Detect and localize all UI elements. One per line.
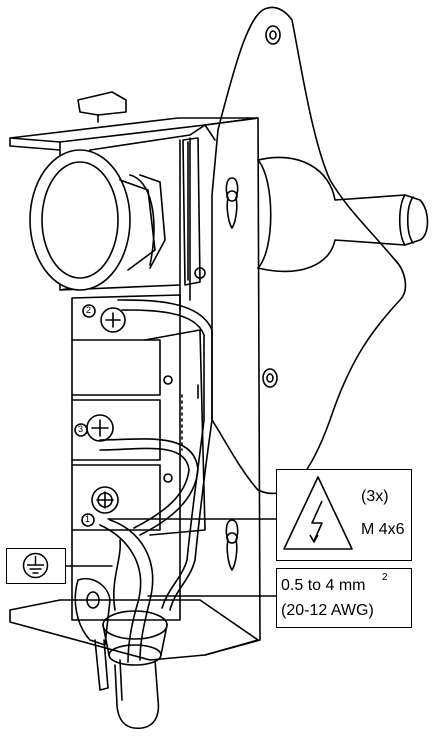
ground-icon — [22, 552, 49, 579]
mounting-flange — [211, 6, 407, 495]
cable-gland — [9, 599, 259, 730]
wire-awg-label: (20-12 AWG) — [281, 602, 374, 619]
screw-count-label: (3x) — [361, 488, 389, 505]
screw-spec-label: M 4x6 — [361, 521, 405, 538]
ground-callout — [6, 548, 66, 584]
wire-range-exponent: 2 — [382, 572, 388, 583]
top-bracket — [9, 91, 259, 151]
lock-strip — [182, 137, 206, 286]
push-button — [29, 149, 166, 291]
ground-clamp — [74, 578, 111, 691]
terminal-number-2: 2 — [86, 305, 92, 315]
terminal-number-1: 1 — [85, 514, 91, 524]
electrical-hazard-icon — [283, 476, 353, 550]
side-bracket — [204, 117, 261, 656]
leader-lines — [64, 518, 277, 597]
terminal-block — [71, 294, 206, 621]
screw-callout: (3x) M 4x6 — [276, 469, 412, 561]
terminal-number-3: 3 — [78, 424, 84, 434]
shaft — [257, 156, 429, 273]
wires — [99, 299, 213, 663]
wire-gauge-callout: 0.5 to 4 mm 2 (20-12 AWG) — [276, 568, 412, 628]
wire-range-label: 0.5 to 4 mm — [281, 577, 366, 594]
